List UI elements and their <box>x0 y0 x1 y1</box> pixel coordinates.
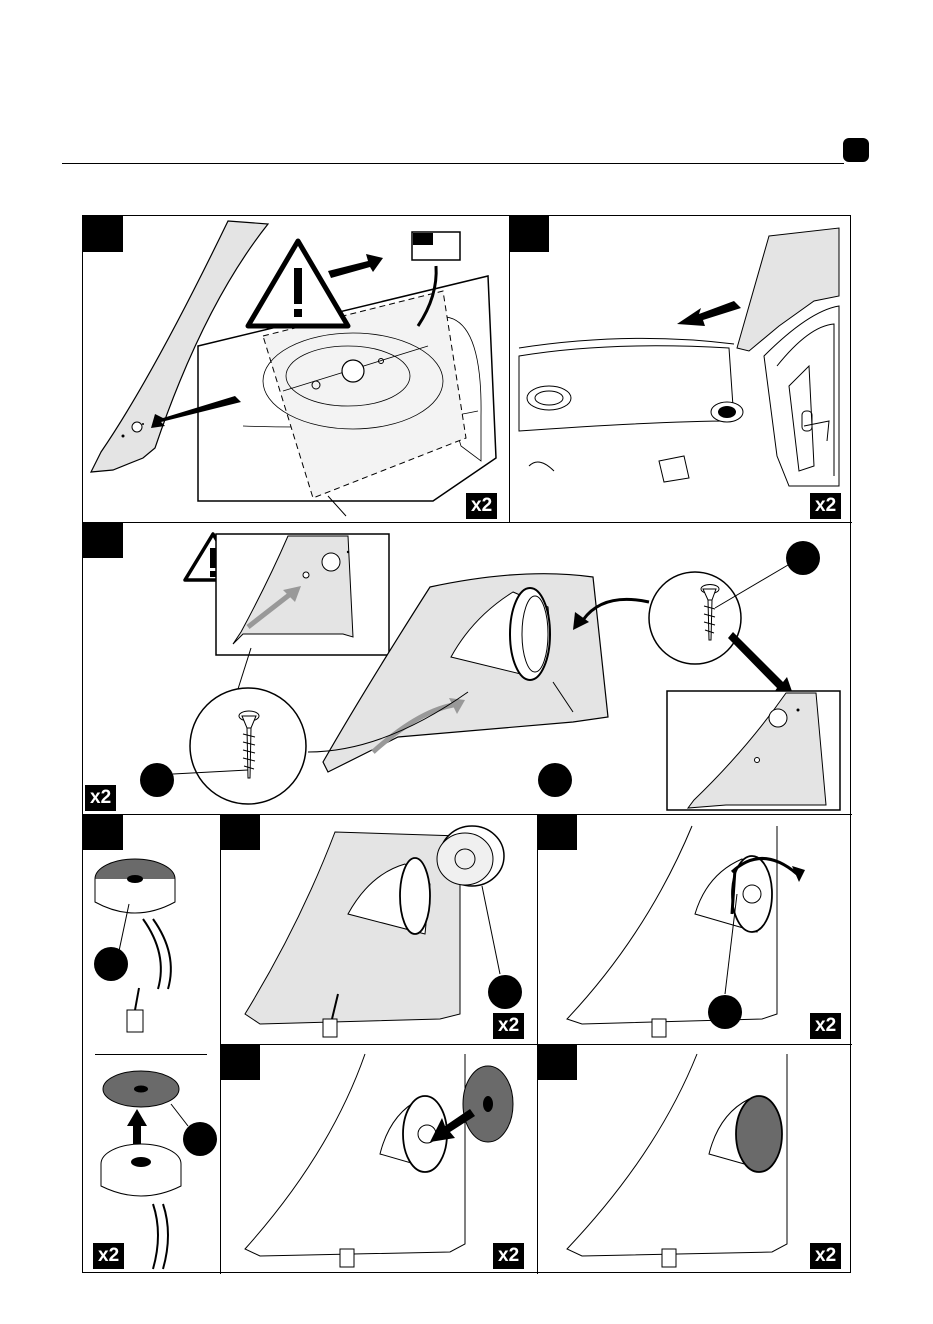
instruction-grid: x2 x2 <box>82 215 851 1273</box>
quantity-badge: x2 <box>493 1243 524 1269</box>
finished-installation-illustration <box>537 1044 852 1274</box>
tweeter-insertion-illustration <box>220 814 537 1044</box>
quantity-badge: x2 <box>810 1013 841 1039</box>
quantity-badge: x2 <box>810 1243 841 1269</box>
header-rule <box>62 163 844 164</box>
section-tab <box>843 138 869 162</box>
tweeter-rotation-illustration <box>537 814 852 1044</box>
panel-step-8: x2 <box>537 1044 852 1274</box>
quantity-badge: x2 <box>493 1013 524 1039</box>
grille-attachment-illustration <box>220 1044 537 1274</box>
quantity-badge: x2 <box>85 785 116 811</box>
panel-step-6: x2 <box>537 814 852 1044</box>
panel-step-2: x2 <box>509 216 852 522</box>
quantity-badge: x2 <box>466 493 497 519</box>
panel-step-7: x2 <box>220 1044 537 1274</box>
panel-step-5: x2 <box>220 814 537 1044</box>
quantity-badge: x2 <box>93 1243 124 1269</box>
pillar-drilling-illustration <box>83 216 509 522</box>
quantity-badge: x2 <box>810 493 841 519</box>
panel-step-1: x2 <box>83 216 509 522</box>
panel-step-3: x2 <box>83 522 852 814</box>
screw-position-inset <box>666 690 842 812</box>
tweeter-grille-removal-illustration <box>83 814 220 1274</box>
dashboard-interior-illustration <box>509 216 852 522</box>
panel-step-4: x2 <box>83 814 220 1274</box>
warning-triangle-icon <box>248 241 348 326</box>
